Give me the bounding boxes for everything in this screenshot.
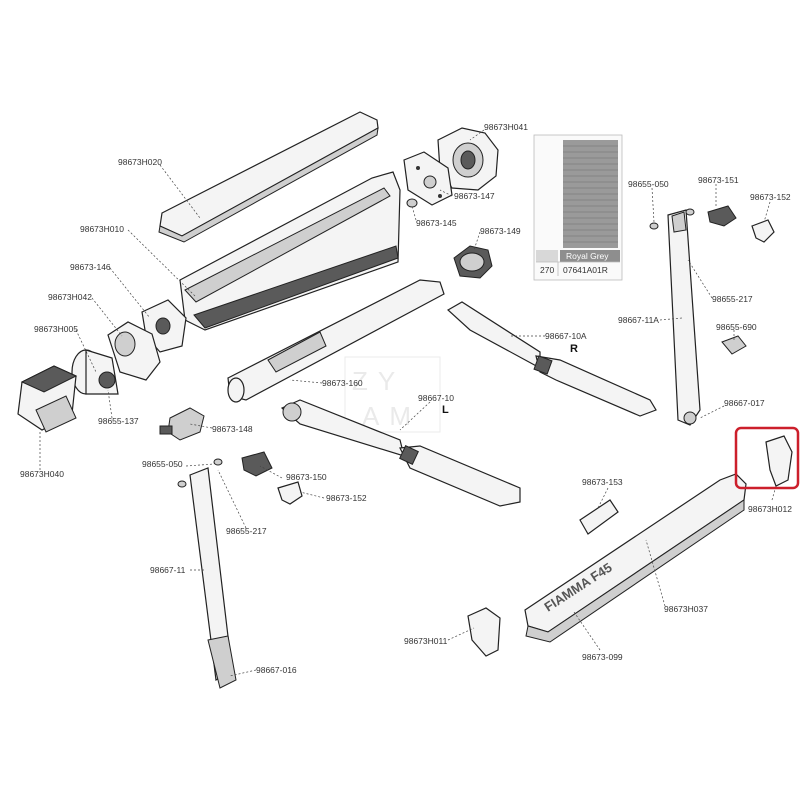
fabric-swatch-card[interactable]: Royal Grey 270 07641A01R [533,134,623,281]
label-98673-147[interactable]: 98673-147 [454,191,495,201]
label-98673-152-left[interactable]: 98673-152 [326,493,367,503]
label-98667-10[interactable]: 98667-10 [418,393,454,403]
bracket-151-part[interactable] [707,205,737,227]
bracket-150-part[interactable] [241,451,273,477]
left-leg-part[interactable] [189,467,237,689]
label-98655-690[interactable]: 98655-690 [716,322,757,332]
label-98673-152-right[interactable]: 98673-152 [750,192,791,202]
small-screw-part[interactable] [406,198,418,208]
label-98673H041[interactable]: 98673H041 [484,122,528,132]
gear-adapter-part[interactable] [159,407,205,441]
label-98667-10A[interactable]: 98667-10A [545,331,587,341]
side-marker-left: L [442,404,449,416]
side-marker-right: R [570,343,578,355]
main-profile-part[interactable] [179,171,401,331]
top-cover-part[interactable] [158,111,379,243]
right-leg-part[interactable] [667,209,701,426]
label-98655-217-right[interactable]: 98655-217 [712,294,753,304]
label-98673-149[interactable]: 98673-149 [480,226,521,236]
label-98667-017[interactable]: 98667-017 [724,398,765,408]
swatch-number: 270 [540,265,554,275]
swatch-name: Royal Grey [566,251,609,261]
label-98655-050-right[interactable]: 98655-050 [628,179,669,189]
label-98667-11A[interactable]: 98667-11A [618,315,659,325]
label-98673H040[interactable]: 98673H040 [20,469,64,479]
highlight-box [734,426,800,490]
cap-690-part[interactable] [721,335,747,355]
clip-152-part[interactable] [751,219,775,243]
svg-text:ZY: ZY [352,366,405,396]
label-98673H005[interactable]: 98673H005 [34,324,78,334]
label-98673-160[interactable]: 98673-160 [322,378,363,388]
label-98673H010[interactable]: 98673H010 [80,224,124,234]
label-98673H011[interactable]: 98673H011 [404,636,448,646]
crank-box-part[interactable] [17,365,78,433]
clip-152b-part[interactable] [277,481,303,505]
end-cap-012-part[interactable] [765,435,793,487]
right-arm-part[interactable] [446,301,657,417]
spring-gear-part[interactable] [453,245,493,279]
label-98673H020[interactable]: 98673H020 [118,157,162,167]
bracket-153-part[interactable] [579,499,619,535]
end-cap-part[interactable] [437,127,499,191]
swatch-code: 07641A01R [563,265,608,275]
label-98667-11[interactable]: 98667-11 [150,565,186,575]
label-98673-151[interactable]: 98673-151 [698,175,739,185]
side-plate-part[interactable] [403,151,453,206]
label-98673H012[interactable]: 98673H012 [748,504,792,514]
leader-lines [39,129,777,677]
label-98673-146[interactable]: 98673-146 [70,262,111,272]
roller-tube-part[interactable] [227,279,445,403]
label-98673H042[interactable]: 98673H042 [48,292,92,302]
label-98673-153[interactable]: 98673-153 [582,477,623,487]
pin-050b-part[interactable] [177,458,223,488]
label-98673-099[interactable]: 98673-099 [582,652,623,662]
pin-050a-part[interactable] [649,208,695,230]
watermark: ZY AM [344,356,441,433]
label-98655-050-left[interactable]: 98655-050 [142,459,183,469]
svg-text:AM: AM [362,401,421,431]
part-labels: 98673H041 98673H020 98673-147 98673-145 … [20,122,792,675]
label-98673-150[interactable]: 98673-150 [286,472,327,482]
side-cap-part[interactable] [107,321,161,381]
front-bar-part[interactable]: FIAMMA F45 [524,473,747,643]
left-arm-part[interactable] [280,399,521,507]
end-cap-011-part[interactable] [467,607,501,657]
label-98673H037[interactable]: 98673H037 [664,604,708,614]
label-98673-148[interactable]: 98673-148 [212,424,253,434]
label-98667-016[interactable]: 98667-016 [256,665,297,675]
spring-housing-part[interactable] [71,349,119,395]
label-98673-145[interactable]: 98673-145 [416,218,457,228]
label-98655-137[interactable]: 98655-137 [98,416,139,426]
label-98655-217-left[interactable]: 98655-217 [226,526,267,536]
swatch-stripes [563,145,618,243]
